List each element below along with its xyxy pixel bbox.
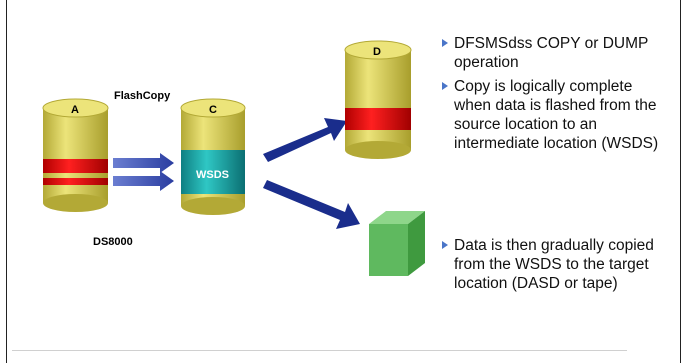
- bullet-list-top: DFSMSdss COPY or DUMP operation Copy is …: [440, 34, 660, 158]
- volume-d-label: D: [373, 46, 381, 58]
- bullet-text: DFSMSdss COPY or DUMP operation: [454, 35, 649, 71]
- volume-c-label: C: [209, 104, 217, 116]
- ds8000-label: DS8000: [93, 236, 133, 248]
- arrow-to-d: [263, 118, 347, 162]
- bullet-item: Copy is logically complete when data is …: [440, 77, 660, 153]
- bullet-triangle-icon: [442, 82, 448, 90]
- slide-frame: [6, 0, 681, 363]
- wsds-label: WSDS: [196, 169, 229, 181]
- flashcopy-arrow-1: [113, 153, 174, 173]
- bullet-list-bottom: Data is then gradually copied from the W…: [440, 236, 660, 298]
- bullet-item: Data is then gradually copied from the W…: [440, 236, 660, 293]
- volume-c-cylinder: C WSDS: [180, 98, 246, 215]
- volume-a-label: A: [71, 104, 79, 116]
- bullet-text: Data is then gradually copied from the W…: [454, 237, 654, 292]
- arrow-to-tape: [263, 180, 360, 229]
- bullet-item: DFSMSdss COPY or DUMP operation: [440, 34, 660, 72]
- flashcopy-label: FlashCopy: [114, 90, 171, 102]
- bullet-triangle-icon: [442, 241, 448, 249]
- tape-box: [369, 211, 425, 276]
- flashcopy-arrow-2: [113, 171, 174, 191]
- volume-a-cylinder: A: [42, 98, 109, 212]
- bullet-triangle-icon: [442, 39, 448, 47]
- bullet-text: Copy is logically complete when data is …: [454, 78, 659, 152]
- bottom-divider: [12, 350, 627, 351]
- flashcopy-arrows: [113, 153, 174, 191]
- volume-d-cylinder: D: [344, 40, 412, 159]
